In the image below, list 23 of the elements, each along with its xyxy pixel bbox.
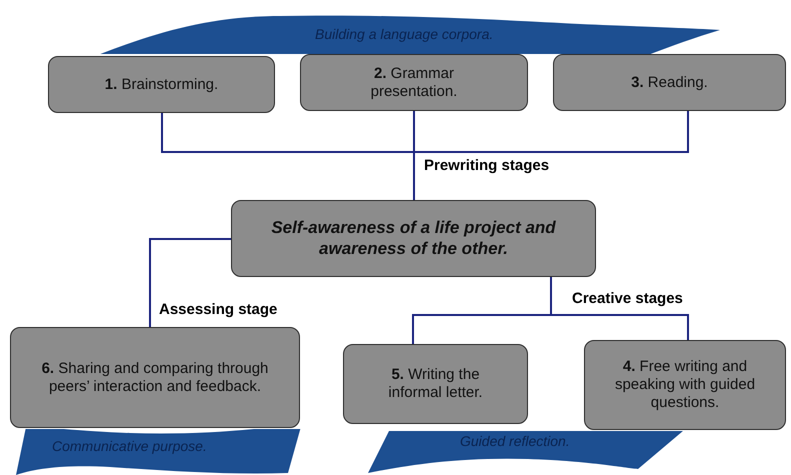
edge-label: Assessing stage [157,301,280,318]
connector-line [149,238,231,327]
connector-line [550,277,689,340]
stage-box [553,54,786,111]
stage-box [343,344,528,424]
stage-box [300,54,528,111]
stage-text: 2. Grammar presentation. [370,64,458,100]
connector-line [413,111,689,200]
central-box [231,200,596,277]
stage-text: 4. Free writing and speaking with guided questions. [614,358,756,412]
edge-label: Creative stages [570,290,685,307]
stage-text: 1. Brainstorming. [104,76,218,94]
stage-box [48,56,275,113]
banner-text: Guided reflection. [460,433,570,449]
stage-text: 6. Sharing and comparing through peers’ interaction and feedback. [40,360,270,396]
banner-text: Building a language corpora. [315,26,494,42]
stage-text: 3. Reading. [631,74,708,92]
stage-box [10,327,300,428]
stage-text: 5. Writing the informal letter. [387,366,484,402]
stage-box [584,340,786,430]
stage-text: Self-awareness of a life project and awareness of the other. [270,218,557,259]
edge-label: Prewriting stages [422,157,552,174]
banner-text: Communicative purpose. [52,438,207,454]
